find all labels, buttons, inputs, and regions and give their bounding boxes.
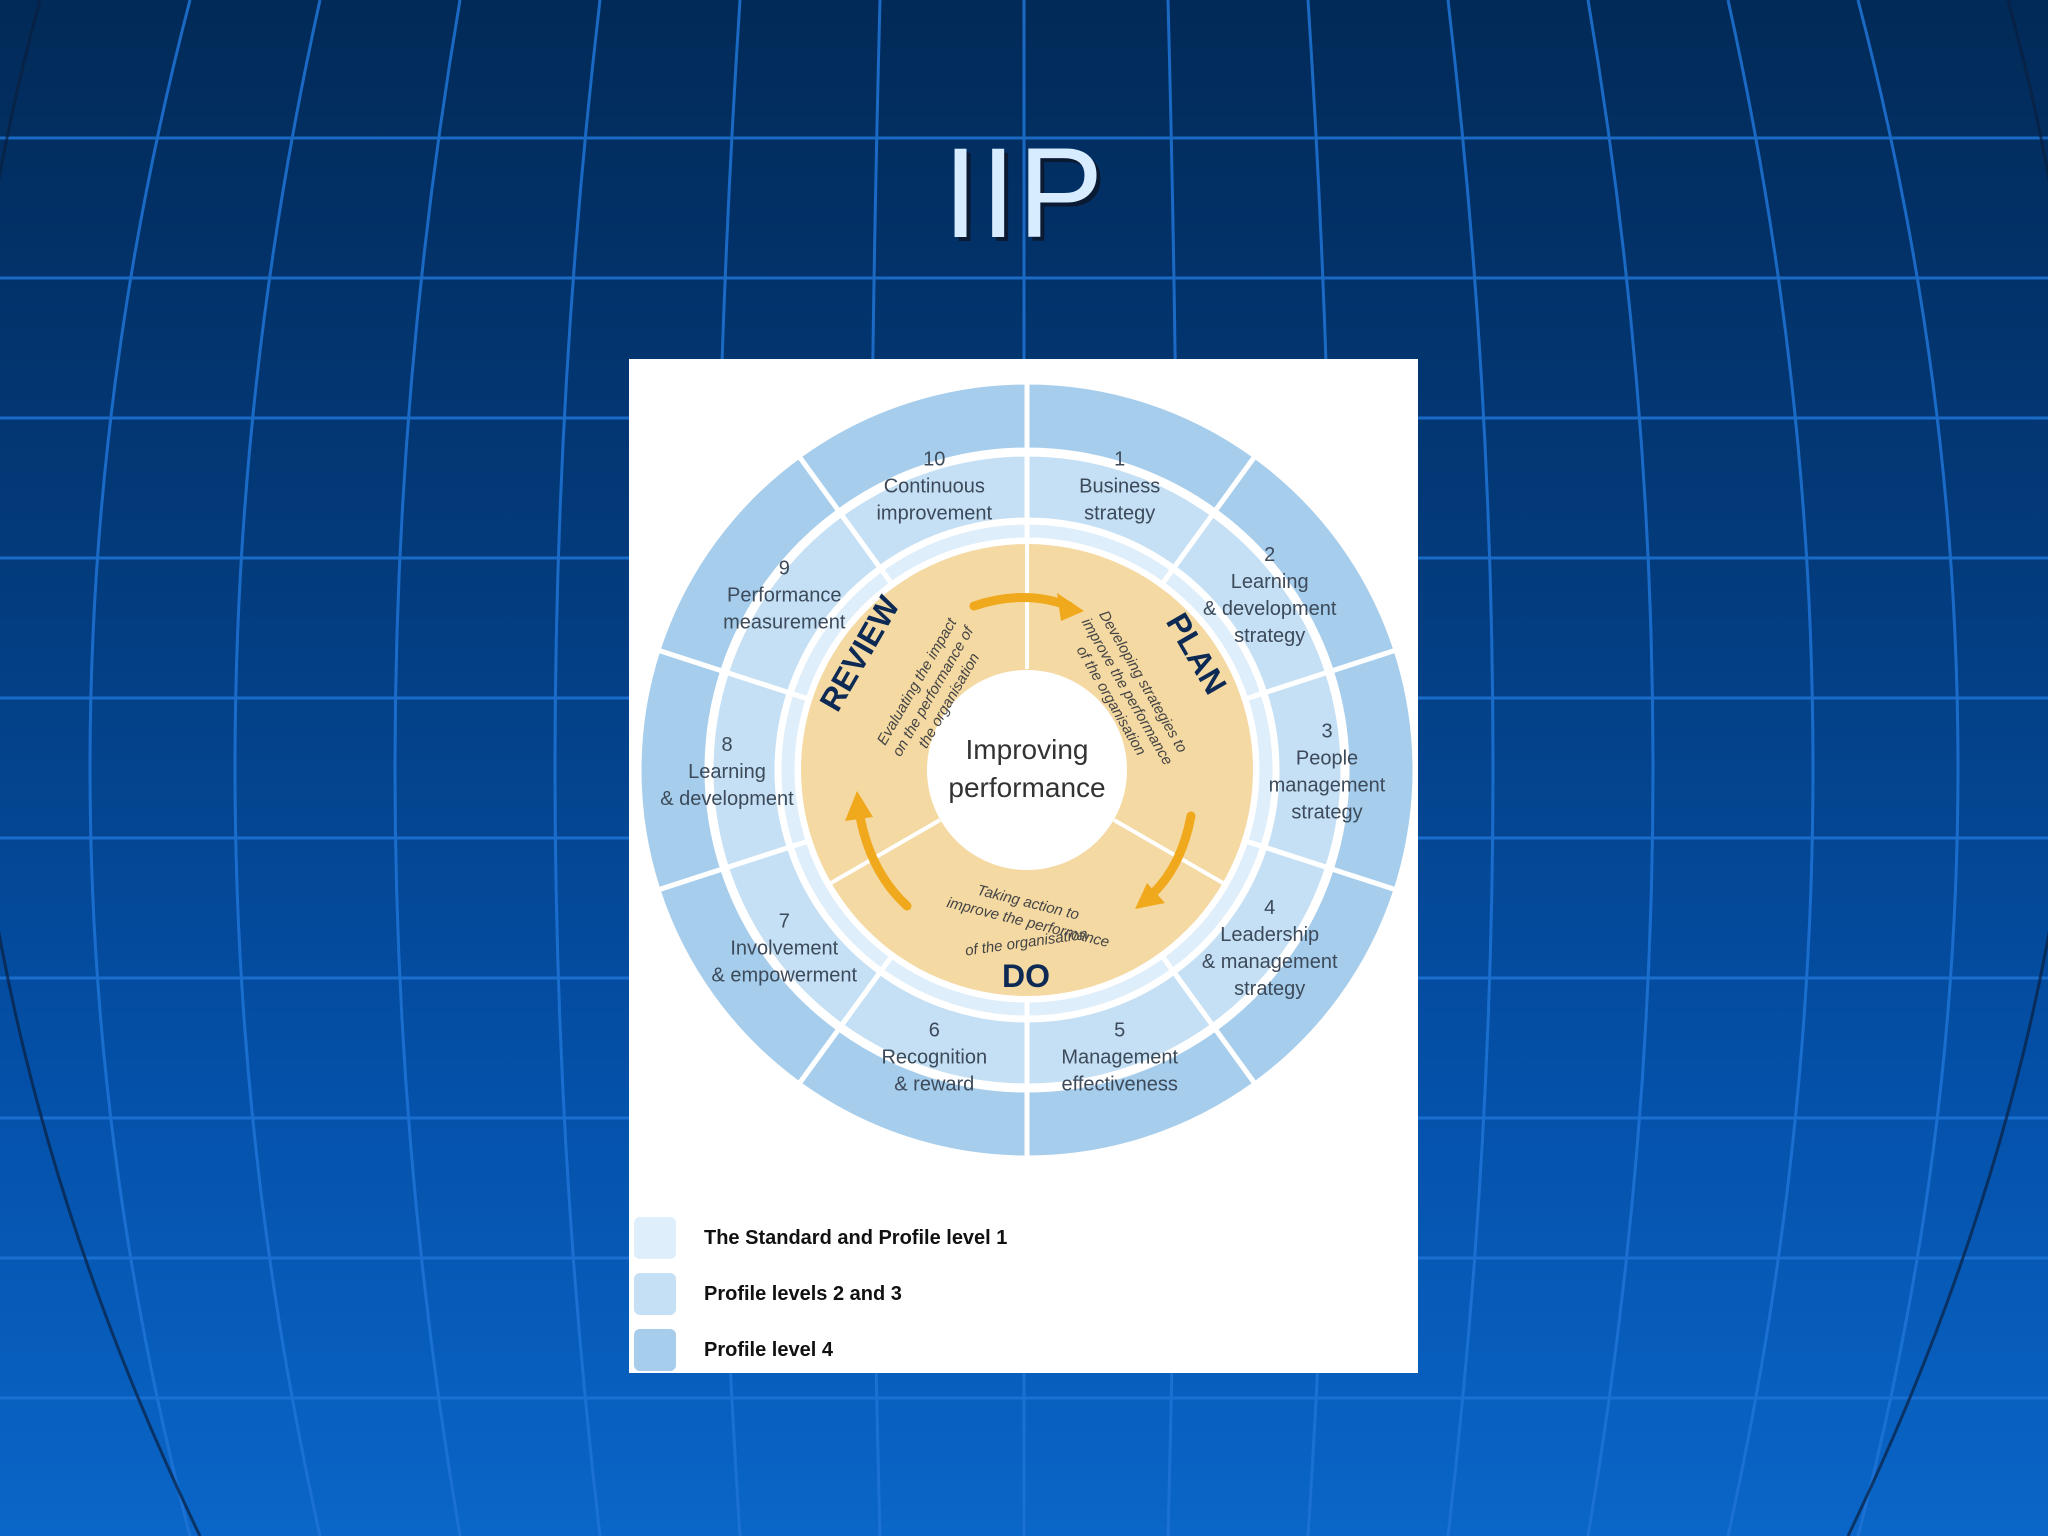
segment-text-line: & reward	[894, 1073, 974, 1095]
segment-text-line: strategy	[1234, 978, 1305, 1000]
arrow-plan-to-do-icon	[1144, 811, 1196, 902]
center-circle	[927, 670, 1127, 870]
segment-text-line: Recognition	[881, 1046, 987, 1068]
segment-text-line: Involvement	[730, 937, 838, 959]
segment-number: 10	[923, 449, 945, 471]
segment-text-line: Learning	[688, 761, 766, 783]
segment-text-line: improvement	[876, 503, 992, 525]
center-label-line1: Improving	[966, 734, 1089, 765]
segment-number: 8	[721, 734, 732, 756]
segment-text-line: Performance	[727, 585, 842, 607]
segment-text-line: & management	[1202, 951, 1338, 973]
segment-number: 3	[1321, 721, 1332, 743]
segment-10-band-1	[795, 379, 1030, 515]
segment-text-line: Leadership	[1220, 924, 1319, 946]
segment-text-line: strategy	[1234, 625, 1305, 647]
profile-level-rings	[636, 379, 1418, 1161]
segment-text-line: strategy	[1084, 503, 1155, 525]
segment-text-line: Business	[1079, 476, 1160, 498]
legend-label: Profile levels 2 and 3	[704, 1282, 902, 1305]
segment-text-line: & development	[660, 788, 794, 810]
segment-10-band-3	[877, 519, 1030, 588]
segment-number: 6	[929, 1019, 940, 1041]
slide-title: IIP	[942, 122, 1106, 265]
segment-number: 1	[1114, 449, 1125, 471]
phase-do-label: DO	[1002, 958, 1050, 994]
segment-text-line: management	[1269, 775, 1386, 797]
legend-swatch-level4	[634, 1329, 676, 1371]
segment-number: 9	[779, 558, 790, 580]
legend-item-level1: The Standard and Profile level 1	[634, 1215, 1007, 1261]
legend-item-level4: Profile level 4	[634, 1327, 833, 1373]
segment-number: 7	[779, 910, 790, 932]
segment-number: 4	[1264, 897, 1275, 919]
segment-text-line: People	[1296, 748, 1358, 770]
center-label-line2: performance	[948, 772, 1105, 803]
legend-label: Profile level 4	[704, 1338, 833, 1361]
arrow-do-to-review-icon	[854, 806, 912, 911]
legend-swatch-level23	[634, 1273, 676, 1315]
legend-label: The Standard and Profile level 1	[704, 1226, 1008, 1249]
segment-text-line: Management	[1061, 1046, 1178, 1068]
legend-item-level23: Profile levels 2 and 3	[634, 1271, 902, 1317]
segment-text-line: & empowerment	[711, 964, 857, 986]
segment-text-line: effectiveness	[1062, 1073, 1178, 1095]
segment-text-line: & development	[1203, 598, 1337, 620]
segment-text-line: Continuous	[884, 476, 985, 498]
segment-text-line: measurement	[723, 612, 846, 634]
segment-number: 5	[1114, 1019, 1125, 1041]
segment-text-line: Learning	[1231, 571, 1309, 593]
legend-swatch-level1	[634, 1217, 676, 1259]
segment-text-line: strategy	[1291, 802, 1362, 824]
segment-number: 2	[1264, 544, 1275, 566]
